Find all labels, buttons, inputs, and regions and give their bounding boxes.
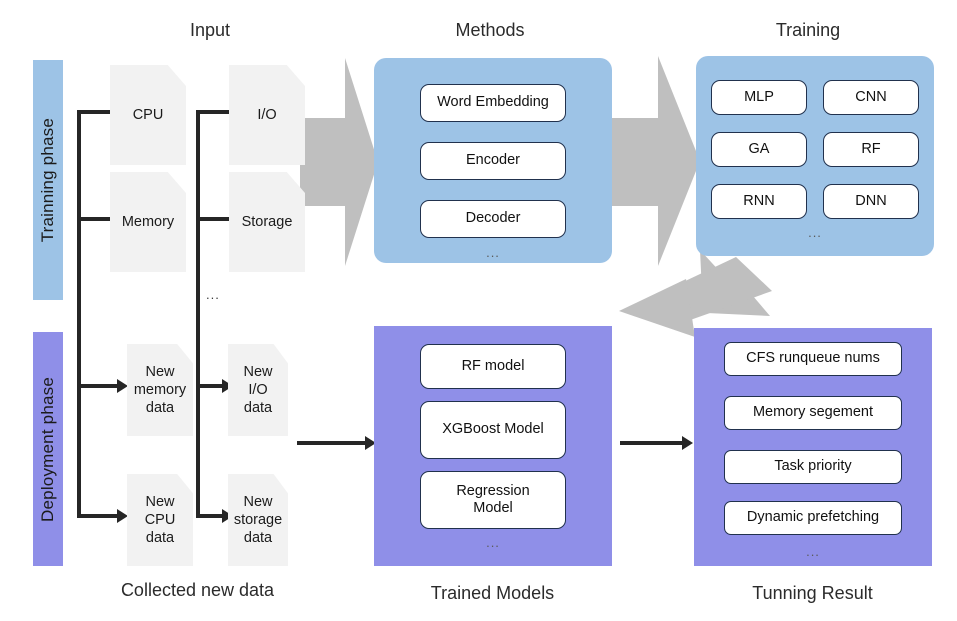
input-ellipsis: ...	[206, 287, 220, 302]
arrow-head-models-to-result	[682, 436, 693, 450]
training-row-2: GA RF	[711, 132, 919, 167]
collected-doc-new-memory-label: New memory data	[133, 363, 187, 417]
collected-doc-new-io: New I/O data	[228, 344, 288, 436]
training-item-cnn-label: CNN	[855, 88, 887, 105]
input-doc-io-label: I/O	[257, 106, 277, 123]
connector-stub-storage	[196, 217, 229, 221]
training-item-rnn[interactable]: RNN	[711, 184, 807, 219]
method-item-encoder[interactable]: Encoder	[420, 142, 566, 180]
input-doc-memory-label: Memory	[121, 213, 175, 230]
panel-trained-models: RF model XGBoost Model Regression Model …	[374, 326, 612, 566]
connector-stub-memory	[77, 217, 110, 221]
connector-stub-cpu	[77, 110, 110, 114]
method-item-decoder-label: Decoder	[465, 210, 521, 227]
training-row-1: MLP CNN	[711, 80, 919, 115]
big-arrow-methods-to-training	[612, 56, 700, 266]
column-title-input: Input	[189, 20, 231, 40]
training-item-rf-label: RF	[861, 140, 881, 157]
arrow-line-collected-to-models	[297, 441, 365, 445]
column-title-training: Training	[775, 20, 841, 40]
training-ellipsis: ...	[808, 225, 822, 240]
column-footer-tunning-result: Tunning Result	[752, 583, 873, 603]
collected-doc-new-memory: New memory data	[127, 344, 193, 436]
connector-trunk-left	[77, 110, 81, 518]
trained-model-item-xgboost[interactable]: XGBoost Model	[420, 401, 566, 459]
arrow-head-to-new-cpu	[117, 509, 128, 523]
collected-doc-new-cpu-label: New CPU data	[144, 493, 176, 547]
method-item-word-embedding[interactable]: Word Embedding	[420, 84, 566, 122]
methods-ellipsis: ...	[486, 245, 500, 260]
input-doc-memory: Memory	[110, 172, 186, 272]
tunning-result-item-task-priority[interactable]: Task priority	[724, 450, 902, 484]
trained-model-item-regression[interactable]: Regression Model	[420, 471, 566, 529]
input-doc-cpu: CPU	[110, 65, 186, 165]
input-doc-cpu-label: CPU	[132, 106, 164, 123]
diagonal-arrow-training-to-trained-models	[619, 257, 772, 337]
arrow-head-to-new-io	[222, 379, 233, 393]
input-doc-storage: Storage	[229, 172, 305, 272]
connector-stub-io	[196, 110, 229, 114]
training-item-rnn-label: RNN	[743, 192, 775, 209]
method-item-encoder-label: Encoder	[465, 152, 520, 169]
tunning-result-item-task-priority-label: Task priority	[774, 458, 852, 475]
big-arrow-training-to-models	[700, 250, 770, 316]
arrow-line-models-to-result	[620, 441, 682, 445]
column-title-methods: Methods	[455, 20, 525, 40]
input-doc-storage-label: Storage	[241, 213, 293, 230]
tunning-result-ellipsis: ...	[806, 544, 820, 559]
trained-model-item-xgboost-label: XGBoost Model	[442, 421, 544, 438]
tunning-result-item-memory-segement[interactable]: Memory segement	[724, 396, 902, 430]
input-doc-io: I/O	[229, 65, 305, 165]
column-footer-trained-models: Trained Models	[430, 583, 555, 603]
training-item-rf[interactable]: RF	[823, 132, 919, 167]
tunning-result-item-dynamic-prefetching[interactable]: Dynamic prefetching	[724, 501, 902, 535]
training-item-dnn-label: DNN	[855, 192, 887, 209]
training-item-dnn[interactable]: DNN	[823, 184, 919, 219]
panel-training: MLP CNN GA RF RNN DNN ...	[696, 56, 934, 256]
panel-tunning-result: CFS runqueue nums Memory segement Task p…	[694, 328, 932, 566]
tunning-result-item-dynamic-prefetching-label: Dynamic prefetching	[746, 509, 880, 526]
panel-methods: Word Embedding Encoder Decoder ...	[374, 58, 612, 263]
column-footer-collected-new-data: Collected new data	[120, 580, 275, 600]
arrow-line-to-new-memory	[77, 384, 117, 388]
method-item-decoder[interactable]: Decoder	[420, 200, 566, 238]
tunning-result-item-cfs-runqueue-nums-label: CFS runqueue nums	[746, 350, 880, 367]
phase-bar-training-label: Trainning phase	[38, 117, 57, 243]
collected-doc-new-storage: New storage data	[228, 474, 288, 566]
tunning-result-item-memory-segement-label: Memory segement	[752, 404, 874, 421]
arrow-line-to-new-io	[196, 384, 222, 388]
trained-model-item-rf[interactable]: RF model	[420, 344, 566, 389]
arrow-head-collected-to-models	[365, 436, 376, 450]
arrow-line-to-new-cpu	[77, 514, 117, 518]
arrow-head-to-new-storage	[222, 509, 233, 523]
phase-bar-deployment: Deployment phase	[33, 332, 63, 566]
big-arrow-input-to-methods	[300, 58, 378, 266]
training-item-ga[interactable]: GA	[711, 132, 807, 167]
collected-doc-new-io-label: New I/O data	[243, 363, 273, 417]
arrow-head-to-new-memory	[117, 379, 128, 393]
training-item-mlp-label: MLP	[744, 88, 774, 105]
method-item-word-embedding-label: Word Embedding	[437, 94, 549, 111]
training-item-ga-label: GA	[748, 140, 770, 157]
trained-models-ellipsis: ...	[486, 535, 500, 550]
connector-trunk-mid	[196, 110, 200, 518]
training-item-mlp[interactable]: MLP	[711, 80, 807, 115]
trained-model-item-rf-label: RF model	[461, 357, 525, 374]
phase-bar-training: Trainning phase	[33, 60, 63, 300]
training-item-cnn[interactable]: CNN	[823, 80, 919, 115]
trained-model-item-regression-label: Regression Model	[456, 482, 530, 516]
collected-doc-new-storage-label: New storage data	[233, 493, 283, 547]
collected-doc-new-cpu: New CPU data	[127, 474, 193, 566]
tunning-result-item-cfs-runqueue-nums[interactable]: CFS runqueue nums	[724, 342, 902, 376]
training-row-3: RNN DNN	[711, 184, 919, 219]
arrow-line-to-new-storage	[196, 514, 222, 518]
phase-bar-deployment-label: Deployment phase	[38, 376, 57, 522]
